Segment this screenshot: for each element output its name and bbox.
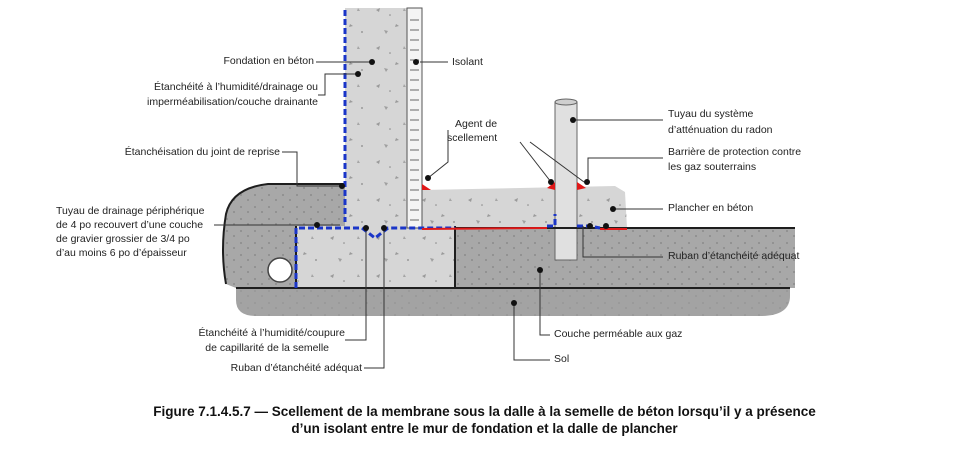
- label-fondation-beton: Fondation en béton: [223, 55, 315, 67]
- foundation-wall: [345, 8, 407, 228]
- label-etancheite-drainage-1: Étanchéité à l’humidité/drainage ou: [153, 81, 318, 93]
- label-ruban-etancheite-droite: Ruban d’étanchéité adéquat: [668, 250, 800, 262]
- label-tuyau-radon-2: d’atténuation du radon: [668, 124, 773, 136]
- label-barriere-1: Barrière de protection contre: [668, 146, 802, 158]
- figure-caption-line2: d’un isolant entre le mur de fondation e…: [291, 421, 678, 436]
- label-etancheite-drainage-2: imperméabilisation/couche drainante: [146, 96, 318, 108]
- figure-caption-line1: Figure 7.1.4.5.7 — Scellement de la memb…: [153, 404, 816, 419]
- label-tuyau-drainage-1: Tuyau de drainage périphérique: [56, 205, 205, 217]
- label-tuyau-drainage-4: d’au moins 6 po d’épaisseur: [56, 247, 187, 259]
- leader-dots: [314, 59, 616, 306]
- foundation-diagram: [214, 7, 795, 369]
- label-etancheisation-joint: Étanchéisation du joint de reprise: [124, 146, 280, 158]
- concrete-footing: [296, 226, 455, 288]
- label-agent-scellement-2: scellement: [447, 132, 498, 144]
- label-ruban-etancheite-bas: Ruban d’étanchéité adéquat: [230, 362, 362, 374]
- gas-barrier-line: [421, 227, 627, 230]
- insulation-board: [406, 7, 423, 229]
- label-barriere-2: les gaz souterrains: [668, 161, 757, 173]
- gravel-layer: [223, 184, 795, 288]
- label-etancheite-coupure-2: de capillarité de la semelle: [205, 342, 329, 354]
- label-tuyau-radon-1: Tuyau du système: [668, 108, 754, 120]
- label-sol: Sol: [554, 353, 570, 365]
- label-couche-permeable: Couche perméable aux gaz: [554, 328, 683, 340]
- concrete-slab: [422, 186, 627, 228]
- label-etancheite-coupure-1: Étanchéité à l’humidité/coupure: [198, 327, 345, 339]
- label-plancher-beton: Plancher en béton: [668, 202, 754, 214]
- radon-pipe: [554, 98, 578, 261]
- leader-lines: [214, 61, 663, 369]
- label-tuyau-drainage-3: de gravier grossier de 3/4 po: [56, 233, 190, 245]
- drain-pipe: [267, 257, 293, 283]
- label-isolant: Isolant: [452, 56, 483, 68]
- label-tuyau-drainage-2: de 4 po recouvert d’une couche: [56, 219, 204, 231]
- label-agent-scellement-1: Agent de: [455, 118, 498, 130]
- figure-caption: Figure 7.1.4.5.7 — Scellement de la memb…: [0, 403, 969, 437]
